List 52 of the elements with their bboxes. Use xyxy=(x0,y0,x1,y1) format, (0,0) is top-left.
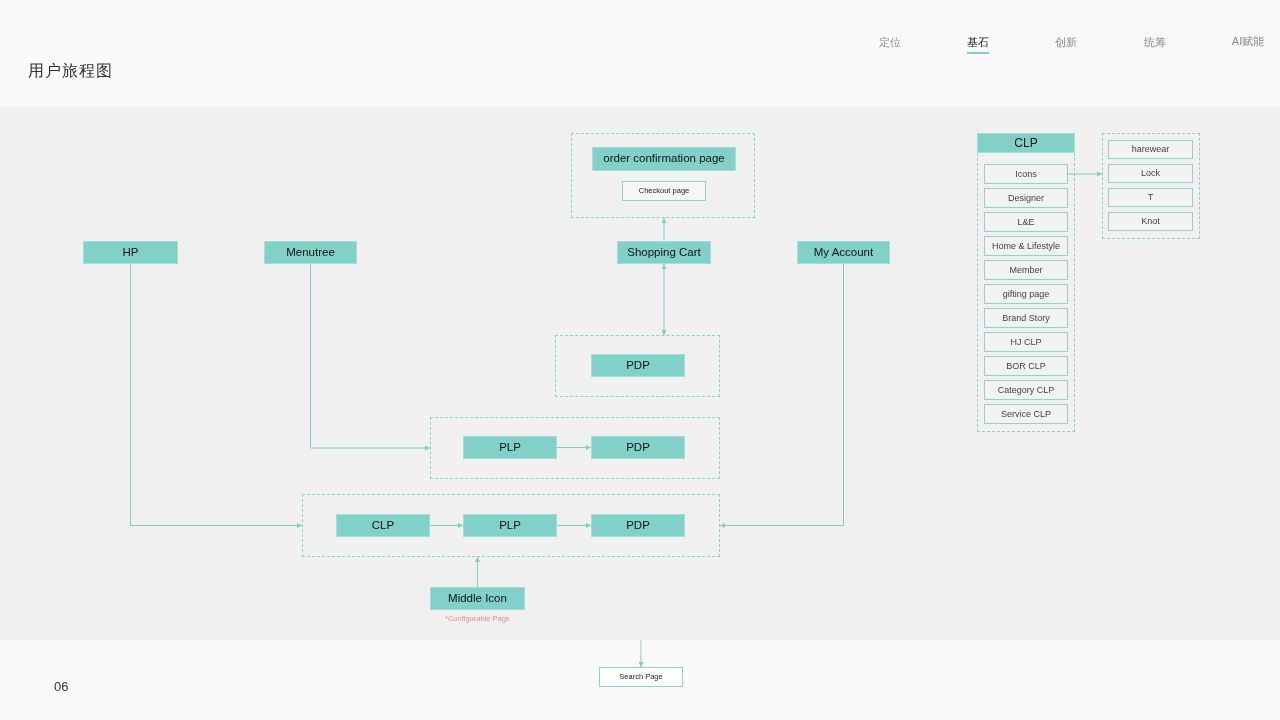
list-item-box: Lock xyxy=(1108,164,1193,183)
list-item-box: Brand Story xyxy=(984,308,1068,328)
tab-label: 基石 xyxy=(967,36,989,50)
page-box: order confirmation page xyxy=(592,147,736,171)
list-item-box: Knot xyxy=(1108,212,1193,231)
list-item-box: Home & Lifestyle xyxy=(984,236,1068,256)
list-item-box: L&E xyxy=(984,212,1068,232)
arrow xyxy=(429,523,464,528)
list-item-box: Category CLP xyxy=(984,380,1068,400)
tab-label: 创新 xyxy=(1055,36,1077,50)
arrow xyxy=(310,263,431,451)
page-box: Shopping Cart xyxy=(617,241,711,264)
group-frame xyxy=(571,133,755,218)
group-frame xyxy=(1102,133,1200,239)
arrow xyxy=(475,556,480,588)
page-box: HP xyxy=(83,241,178,264)
page-box: PLP xyxy=(463,514,557,537)
group-frame xyxy=(430,417,720,479)
page-box: Middle Icon xyxy=(430,587,525,610)
list-item-box: BOR CLP xyxy=(984,356,1068,376)
group-frame xyxy=(302,494,720,557)
list-item-box: gifting page xyxy=(984,284,1068,304)
column-header: CLP xyxy=(977,133,1075,153)
arrow xyxy=(556,445,592,450)
arrow xyxy=(661,263,667,336)
arrow xyxy=(638,639,644,668)
page-number: 06 xyxy=(54,679,69,695)
arrow xyxy=(661,217,667,242)
page-box: My Account xyxy=(797,241,890,264)
page-box: PDP xyxy=(591,514,685,537)
list-item-box: harewear xyxy=(1108,140,1193,159)
list-item-box: HJ CLP xyxy=(984,332,1068,352)
group-frame xyxy=(555,335,720,397)
page-title: 用户旅程图 xyxy=(28,61,113,81)
group-frame xyxy=(977,133,1075,432)
arrow xyxy=(556,523,592,528)
list-item-box: T xyxy=(1108,188,1193,207)
list-item-box: Service CLP xyxy=(984,404,1068,424)
tab-label: AI赋能 xyxy=(1231,35,1265,49)
list-item-box: Icons xyxy=(984,164,1068,184)
page-box: Menutree xyxy=(264,241,357,264)
arrow xyxy=(130,263,303,528)
page-box: PDP xyxy=(591,436,685,459)
arrow xyxy=(1067,171,1103,177)
page-box: PLP xyxy=(463,436,557,459)
list-item-box: Member xyxy=(984,260,1068,280)
page-box: CLP xyxy=(336,514,430,537)
arrow xyxy=(719,263,844,528)
page-box: PDP xyxy=(591,354,685,377)
tab-label: 统筹 xyxy=(1144,36,1166,50)
list-item-box: Designer xyxy=(984,188,1068,208)
tab-label: 定位 xyxy=(879,36,901,50)
